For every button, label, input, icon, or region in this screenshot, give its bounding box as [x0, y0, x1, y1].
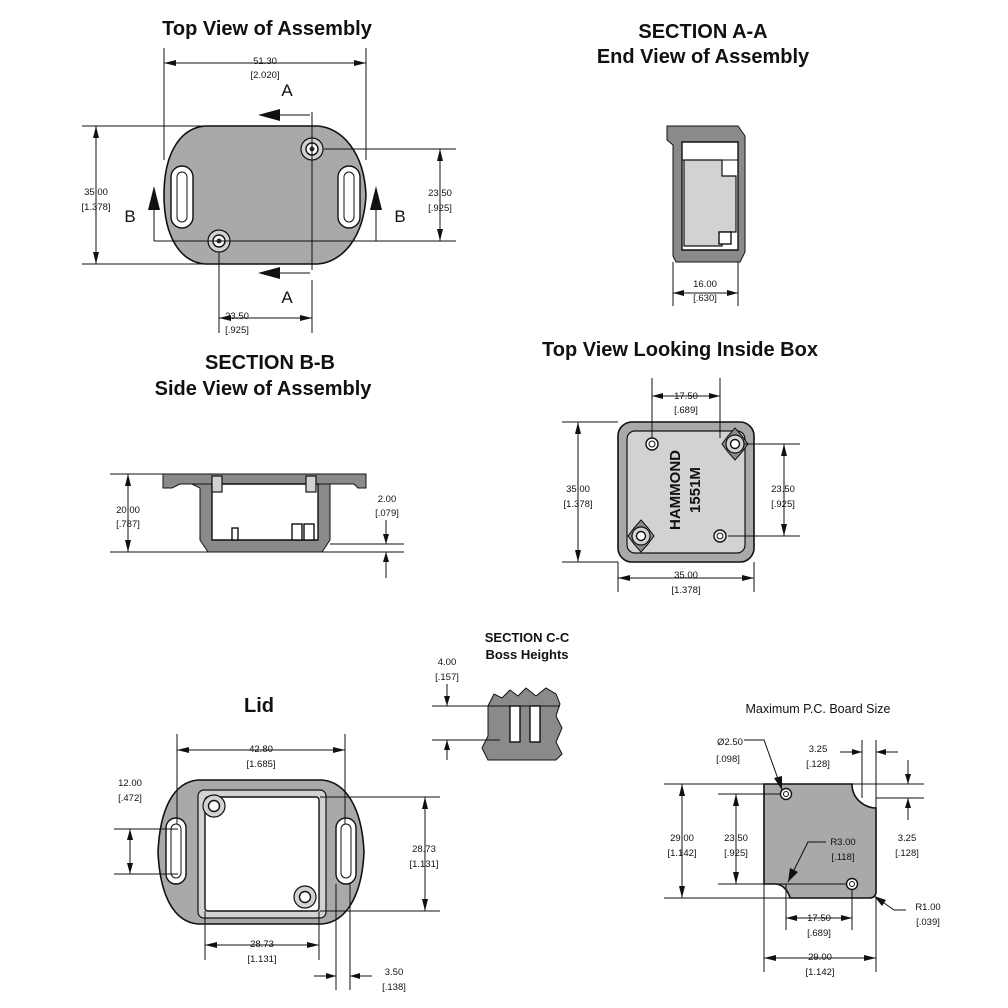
dim-pcb-holes-v-mm: 23.50	[724, 833, 748, 844]
dim-inside-holes-mm: 23.50	[771, 484, 795, 495]
maximum-pcb-size: Maximum P.C. Board Size Ø2.50 [.098] 3.2…	[664, 702, 941, 978]
section-c-c-boss-heights: SECTION C-C Boss Heights 4.00 [.157]	[432, 630, 570, 761]
dim-pcb-notch-side-in: [.128]	[895, 848, 919, 859]
dim-top-height-in: [1.378]	[81, 202, 110, 213]
dim-bb-height-in: [.787]	[116, 519, 140, 530]
dim-pcb-height-mm: 29.00	[670, 833, 694, 844]
top-view-housing	[163, 125, 367, 265]
dim-lid-offset-in: [.138]	[382, 982, 406, 993]
section-aa-subtitle: End View of Assembly	[597, 46, 810, 68]
dim-bb-height-mm: 20.00	[116, 505, 140, 516]
dim-inside-height-in: [1.378]	[563, 499, 592, 510]
dim-lid-inner-w-mm: 28.73	[250, 939, 274, 950]
dim-inside-height-mm: 35.00	[566, 484, 590, 495]
section-bb-subtitle: Side View of Assembly	[155, 378, 373, 400]
dim-inside-width-mm: 35.00	[674, 570, 698, 581]
dim-cc-height-mm: 4.00	[438, 657, 457, 668]
section-a-label-top: A	[281, 81, 293, 100]
dim-pcb-hole-dia-mm: Ø2.50	[717, 737, 743, 748]
pcb-title: Maximum P.C. Board Size	[746, 702, 891, 716]
dim-inside-top-in: [.689]	[674, 405, 698, 416]
dim-pcb-r3-mm: R3.00	[830, 837, 855, 848]
dim-lid-width-in: [1.685]	[246, 759, 275, 770]
dim-top-hole-v-mm: 23.50	[428, 188, 452, 199]
lid-view: Lid 42.80 [1.685] 12.00	[114, 695, 440, 993]
dim-pcb-r1-in: [.039]	[916, 917, 940, 928]
dim-lid-inner-h-mm: 28.73	[412, 844, 436, 855]
dim-lid-offset-mm: 3.50	[385, 967, 404, 978]
inside-box-floor	[626, 430, 746, 554]
dim-pcb-r3-in: [.118]	[831, 852, 854, 863]
pcb-hole-top-left	[779, 787, 793, 801]
dim-pcb-r1-mm: R1.00	[915, 902, 940, 913]
lid-title: Lid	[244, 695, 274, 717]
brand-line-1: HAMMOND	[667, 450, 684, 530]
dim-pcb-holes-v-in: [.925]	[724, 848, 748, 859]
dim-lid-slot-in: [.472]	[118, 793, 142, 804]
top-view-of-assembly: Top View of Assembly A A	[81, 18, 456, 336]
dim-top-hole-v-in: [.925]	[428, 203, 452, 214]
dim-pcb-height-in: [1.142]	[667, 848, 696, 859]
section-cc-title: SECTION C-C	[485, 630, 570, 645]
dim-lid-inner-h-in: [1.131]	[409, 859, 438, 870]
section-bb-title: SECTION B-B	[205, 352, 335, 374]
brand-line-2: 1551M	[687, 467, 704, 513]
dim-aa-width-mm: 16.00	[693, 279, 717, 290]
inside-hole-top-left	[645, 437, 659, 451]
lid-inner-panel	[204, 796, 320, 912]
dim-cc-height-in: [.157]	[435, 672, 459, 683]
dim-lid-slot-mm: 12.00	[118, 778, 142, 789]
inside-boss-top-right	[721, 427, 749, 461]
section-cc-subtitle: Boss Heights	[485, 647, 568, 662]
section-b-label-right: B	[394, 207, 405, 226]
section-a-label-bottom: A	[281, 288, 293, 307]
dim-pcb-hole-dia-in: [.098]	[716, 754, 740, 765]
dim-pcb-notch-side-mm: 3.25	[898, 833, 917, 844]
pcb-outline	[763, 783, 877, 899]
dim-bb-flange-in: [.079]	[375, 508, 399, 519]
dim-inside-holes-in: [.925]	[771, 499, 795, 510]
lid-slot-right	[335, 817, 357, 885]
section-a-a-end-view: SECTION A-A End View of Assembly 16.00 […	[597, 21, 810, 306]
dim-lid-width-mm: 42.80	[249, 744, 273, 755]
mounting-slot-right	[337, 165, 361, 229]
inside-hole-bottom-right	[713, 529, 727, 543]
lid-boss-top-left	[202, 794, 226, 818]
lid-boss-bottom-right	[293, 885, 317, 909]
inside-boss-bottom-left	[627, 519, 655, 553]
section-b-label-left: B	[124, 207, 135, 226]
dim-top-width-mm: 51.30	[253, 56, 277, 67]
dim-pcb-notch-top-mm: 3.25	[809, 744, 828, 755]
dim-top-width-in: [2.020]	[250, 70, 279, 81]
dim-pcb-width-mm: 29.00	[808, 952, 832, 963]
dim-bb-flange-mm: 2.00	[378, 494, 397, 505]
top-view-inside-box: Top View Looking Inside Box HAMMOND 1551…	[542, 339, 818, 596]
dim-aa-width-in: [.630]	[693, 293, 717, 304]
section-aa-title: SECTION A-A	[638, 21, 767, 43]
dim-top-hole-h-mm: 23.50	[225, 311, 249, 322]
section-b-b-side-view: SECTION B-B Side View of Assembly 20.00 …	[110, 352, 404, 578]
mounting-slot-left	[170, 165, 194, 229]
dim-pcb-width-in: [1.142]	[805, 967, 834, 978]
top-inside-title: Top View Looking Inside Box	[542, 339, 818, 361]
pcb-hole-bottom-right	[845, 877, 859, 891]
dim-pcb-notch-top-in: [.128]	[806, 759, 830, 770]
dim-inside-width-in: [1.378]	[671, 585, 700, 596]
dim-pcb-holes-h-mm: 17.50	[807, 913, 831, 924]
dim-top-height-mm: 35.00	[84, 187, 108, 198]
top-view-title: Top View of Assembly	[162, 18, 373, 40]
dim-pcb-holes-h-in: [.689]	[807, 928, 831, 939]
dim-lid-inner-w-in: [1.131]	[247, 954, 276, 965]
boss-section-hatch	[481, 687, 563, 761]
dim-inside-top-mm: 17.50	[674, 391, 698, 402]
lid-slot-left	[165, 817, 187, 885]
dim-top-hole-h-in: [.925]	[225, 325, 249, 336]
